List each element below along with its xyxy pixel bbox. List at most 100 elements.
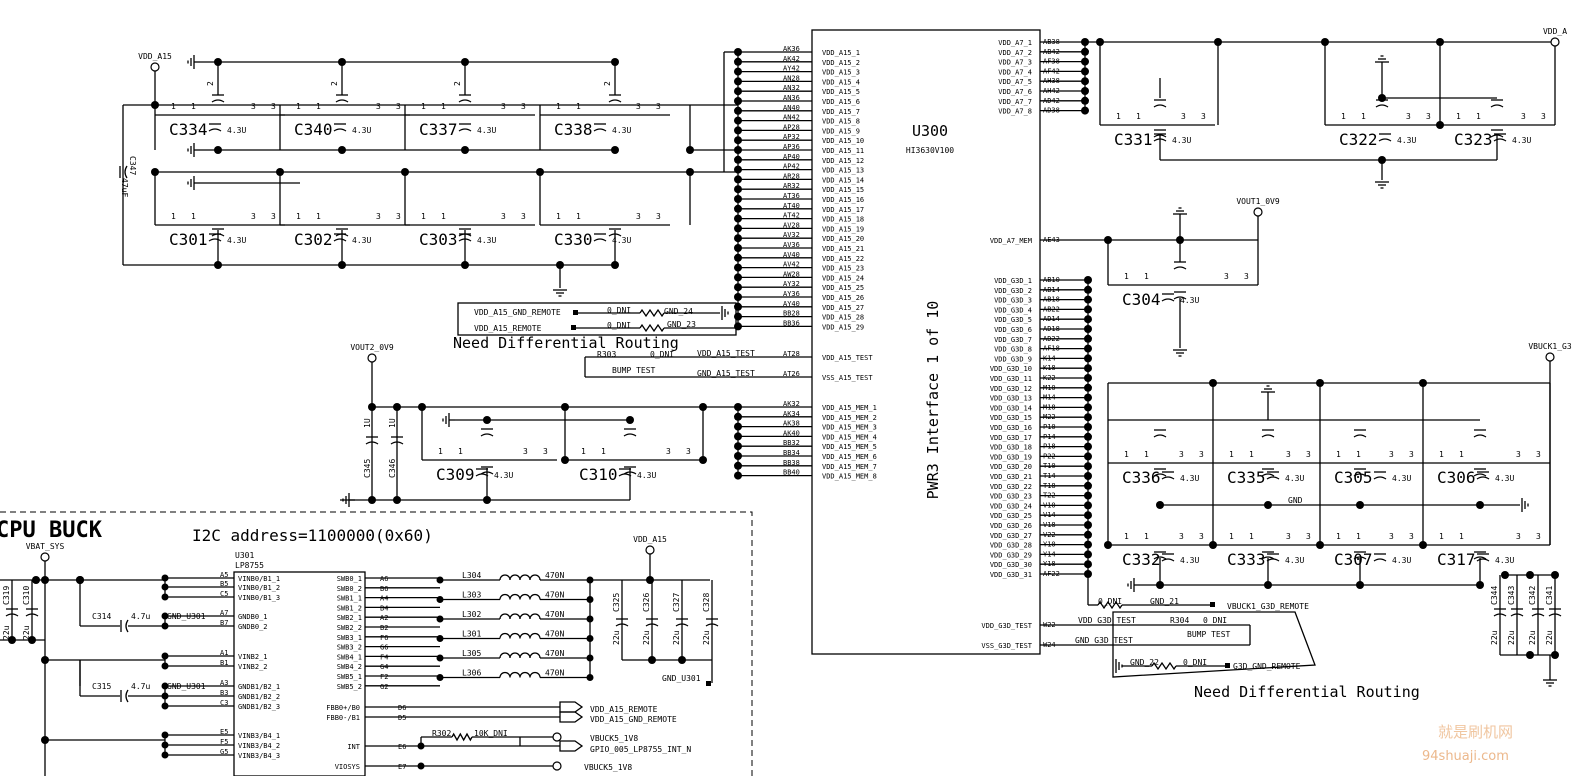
junction-dot <box>436 615 444 623</box>
resistor-icon <box>451 732 473 742</box>
chip-pin-name: VDD_G3D_8 <box>994 346 1032 354</box>
junction-dot <box>1084 354 1092 363</box>
capacitor-icon <box>1473 473 1487 477</box>
junction-dot <box>1104 236 1112 244</box>
capacitor-ref: C336 <box>1122 468 1161 487</box>
pin-number: 1 <box>191 212 196 221</box>
capacitor-icon <box>208 238 222 242</box>
chip-ball: P22 <box>1043 452 1056 460</box>
inductor-ref: L303 <box>462 591 481 600</box>
capacitor-icon <box>1261 473 1275 477</box>
junction-dot <box>1084 334 1092 343</box>
junction-dot <box>1084 305 1092 314</box>
net-label: BUMP TEST <box>1187 630 1231 639</box>
chip-pin-name: SWB0_2 <box>337 585 362 593</box>
pin-number: 1 <box>1144 272 1149 281</box>
supply-port-icon <box>1253 207 1263 217</box>
junction-dot <box>161 593 169 601</box>
capacitor-ref: C341 <box>1545 586 1554 605</box>
junction-dot <box>1476 581 1484 589</box>
pin-number: 3 <box>1199 450 1204 459</box>
capacitor-value: 4.3U <box>352 236 371 245</box>
junction-dot <box>1084 364 1092 373</box>
junction-dot <box>734 442 742 451</box>
chip-ball: AV42 <box>783 261 800 269</box>
capacitor-value: 4.3U <box>1392 556 1411 565</box>
pin-number: 3 <box>636 212 641 221</box>
junction-dot <box>536 168 544 176</box>
capacitor-icon <box>645 623 659 627</box>
junction-dot <box>161 652 169 660</box>
junction-dot <box>338 261 346 269</box>
pin-number: 1 <box>576 212 581 221</box>
junction-dot <box>8 636 16 644</box>
pin-number: 3 <box>1409 450 1414 459</box>
capacitor-ref: C323 <box>1454 130 1493 149</box>
inductor-ref: L301 <box>462 630 481 639</box>
junction-dot <box>1081 38 1089 46</box>
junction-dot <box>699 456 707 464</box>
chip-pin-name: VDD_A15_MEM_6 <box>822 453 877 461</box>
pin-number: 1 <box>1136 112 1141 121</box>
junction-dot <box>734 136 742 145</box>
chip-pin-name: VDD_G3D_28 <box>990 542 1032 550</box>
chip-pin-name: VDD_A7_3 <box>998 59 1032 67</box>
chip-pin-name: VINB0/B1_2 <box>238 584 280 592</box>
chip-pin-name: VDD_G3D_9 <box>994 355 1032 363</box>
supply-label: VBUCK1_G3 <box>1528 342 1572 351</box>
u300-chip-body <box>811 29 1041 655</box>
chip-ball: AF18 <box>1043 345 1060 353</box>
junction-dot <box>1084 315 1092 324</box>
junction-dot <box>461 58 469 66</box>
capacitor-value: 47uF <box>120 178 129 197</box>
chip-ball: A5 <box>220 571 228 579</box>
junction-dot <box>734 77 742 86</box>
u301-ref: U301 <box>235 551 254 560</box>
capacitor-ref: C319 <box>2 586 11 605</box>
chip-ball: A6 <box>380 575 388 583</box>
chip-ball: BB36 <box>783 319 800 327</box>
capacitor-icon <box>1153 473 1167 477</box>
capacitor-value: 4.3U <box>1180 296 1199 305</box>
capacitor-ref: C314 <box>92 612 111 621</box>
junction-dot <box>1156 581 1164 589</box>
junction-dot <box>436 635 444 642</box>
capacitor-icon <box>1353 473 1367 477</box>
pin-number: 1 <box>1249 450 1254 459</box>
cpu-buck-frame <box>0 511 753 776</box>
capacitor-icon <box>1490 104 1504 108</box>
capacitor-icon <box>1375 104 1389 108</box>
capacitor-value: 22u <box>1545 630 1554 645</box>
junction-dot <box>1356 501 1364 509</box>
junction-dot <box>734 263 742 272</box>
pin-number: 1 <box>1116 112 1121 121</box>
chip-ball: AH38 <box>1043 77 1060 85</box>
chip-pin-name: VDD_A7_4 <box>998 68 1032 76</box>
junction-dot <box>417 762 425 770</box>
junction-dot <box>734 97 742 105</box>
chip-pin-name: VDD_A15_15 <box>822 186 864 194</box>
supply-port-icon <box>552 732 562 742</box>
junction-dot <box>1084 442 1092 451</box>
junction-dot <box>646 576 654 584</box>
chip-ball: AF22 <box>1043 570 1060 578</box>
chip-ball: BB32 <box>783 439 800 447</box>
chip-pin-name: VDD_A15_10 <box>822 137 864 145</box>
pin-number: 1 <box>1341 112 1346 121</box>
capacitor-ref: C315 <box>92 682 111 691</box>
junction-dot <box>418 403 426 411</box>
capacitor-ref: C337 <box>419 120 458 139</box>
chip-ball: AP40 <box>783 153 800 161</box>
inductor-icon <box>499 632 541 639</box>
junction-dot <box>28 636 36 644</box>
port-icon <box>571 325 576 330</box>
pin-number: 3 <box>396 212 401 221</box>
resistor-value: 0_DNI <box>607 306 631 315</box>
chip-ball: E6 <box>398 743 406 751</box>
junction-dot <box>734 302 742 311</box>
chip-pin-name: VDD_A15_3 <box>822 69 860 77</box>
junction-dot <box>401 168 409 176</box>
junction-dot <box>1209 541 1217 549</box>
pin-number: 3 <box>251 212 256 221</box>
